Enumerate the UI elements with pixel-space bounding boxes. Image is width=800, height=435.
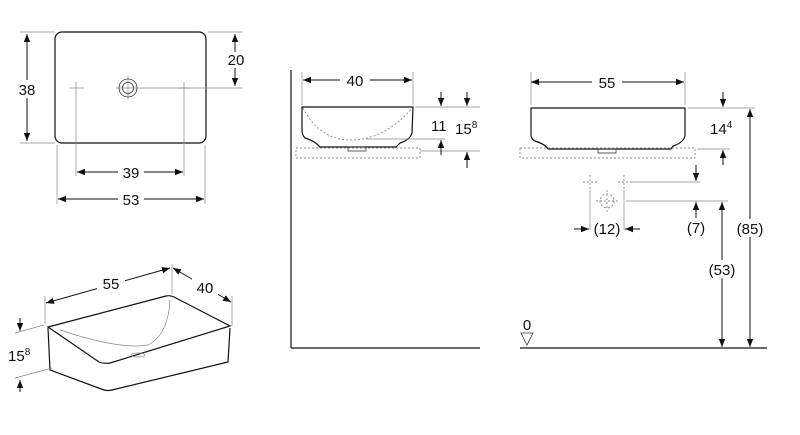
tap-marks [20,31,242,204]
dim-drain-height-label: (53) [709,262,736,279]
dim-iso-width-label: 40 [197,280,214,297]
dim-side-height-label: 158 [455,120,478,138]
countertop-side [295,147,421,159]
dim-front-length-label: 55 [599,75,616,92]
floor-level-label: 0 [523,317,531,334]
front-view: 55 144 (7) (12) (53) (85) 0 [519,72,768,349]
dim-drain-offset-label: 20 [228,52,245,69]
dim-iso-length-label: 55 [103,276,120,293]
top-view: 38 20 39 53 [14,31,250,209]
dim-tap-offset-label: (7) [687,220,705,237]
basin-front [530,107,686,150]
dim-top-height-label: (85) [737,221,764,238]
dim-length-label: 53 [123,192,140,209]
dim-tap-spacing-label: 39 [123,165,140,182]
dim-side-width-label: 40 [347,73,364,90]
dim-width-label: 38 [19,82,36,99]
basin-side [301,106,414,148]
tap-hole-marks [583,175,632,212]
drain-icon [116,76,140,100]
countertop-front [519,147,696,159]
dim-tap-spacing-front-label: (12) [594,221,621,238]
basin-body-iso [47,327,231,392]
basin-outline-top [54,31,207,144]
dim-inner-depth-label: 11 [431,118,447,135]
dim-iso-height-label: 158 [8,347,31,365]
side-view: 40 11 158 [290,70,480,349]
iso-view: 55 40 158 [8,264,233,392]
dim-front-height-label: 144 [710,120,733,138]
level-triangle-icon [520,332,534,346]
